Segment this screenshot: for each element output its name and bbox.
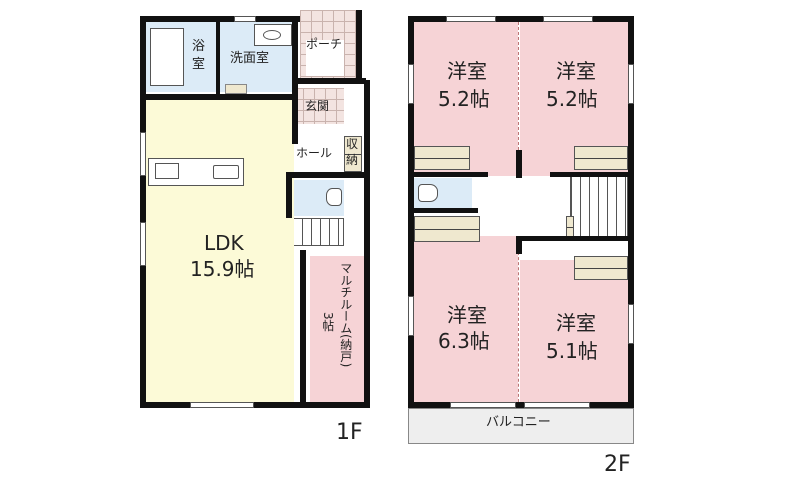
wall	[516, 150, 522, 178]
multi-room-label: マルチルーム(納戸)	[338, 262, 353, 368]
closet	[414, 146, 470, 170]
window	[628, 304, 634, 344]
hall-label: ホール	[296, 146, 333, 160]
multi-room	[310, 256, 364, 402]
hall	[292, 132, 344, 172]
wall	[516, 236, 522, 254]
wall	[140, 402, 370, 408]
window	[628, 64, 634, 104]
ldk	[146, 100, 294, 402]
toilet-icon	[418, 184, 438, 202]
window	[524, 402, 590, 408]
wall	[550, 172, 634, 177]
floor-label-1f: 1F	[336, 420, 363, 445]
kitchen-counter	[148, 158, 244, 186]
wall	[408, 208, 478, 213]
western-room-sw-size: 6.3帖	[438, 329, 490, 353]
window	[234, 16, 256, 22]
storage-label-1: 収	[346, 137, 359, 151]
stairs-1f	[292, 218, 344, 246]
wall	[300, 250, 306, 408]
balcony-label: バルコニー	[486, 415, 551, 430]
closet	[574, 256, 628, 280]
wall	[292, 78, 366, 84]
wall	[520, 236, 634, 241]
washroom-shelf	[225, 84, 247, 94]
western-room-se-label: 洋室	[556, 311, 596, 335]
wall	[140, 16, 146, 408]
balcony	[408, 408, 634, 444]
wall	[140, 94, 292, 100]
entrance-label: 玄関	[305, 99, 330, 113]
window	[450, 402, 516, 408]
western-room-sw	[414, 236, 518, 402]
wall	[356, 10, 362, 80]
bathtub	[150, 28, 184, 86]
closet	[566, 216, 574, 238]
wall	[140, 16, 300, 22]
western-room-se-size: 5.1帖	[546, 339, 598, 363]
multi-room-size: 3帖	[320, 312, 335, 332]
wall	[286, 172, 366, 178]
ldk-label: LDK	[204, 231, 244, 255]
stairs-2f	[570, 176, 628, 238]
closet	[414, 216, 480, 242]
closet	[574, 146, 628, 170]
western-room-se	[520, 260, 628, 402]
window	[190, 402, 254, 408]
wall	[628, 16, 634, 408]
storage	[344, 136, 362, 172]
western-room-ne-label: 洋室	[556, 59, 596, 83]
floor-label-2f: 2F	[604, 452, 631, 477]
kitchen-sink-icon	[213, 165, 239, 179]
storage-label-2: 納	[346, 153, 359, 167]
window	[408, 64, 414, 104]
stove-icon	[155, 163, 179, 179]
wall	[408, 172, 488, 177]
partition-line	[518, 252, 519, 402]
window	[140, 132, 146, 176]
western-room-nw-size: 5.2帖	[438, 87, 490, 111]
porch-label: ポーチ	[306, 37, 343, 51]
entrance	[292, 88, 344, 124]
ldk-size: 15.9帖	[190, 257, 255, 281]
window	[408, 296, 414, 336]
washroom-label: 洗面室	[230, 51, 270, 66]
western-room-ne-size: 5.2帖	[546, 87, 598, 111]
sink-basin	[263, 30, 281, 40]
window	[543, 16, 593, 22]
partition-line	[518, 22, 519, 150]
bath-label-2: 室	[192, 57, 206, 72]
western-room-sw-label: 洋室	[447, 303, 487, 327]
hallway-2f	[474, 176, 570, 236]
window	[446, 16, 496, 22]
wall	[408, 402, 634, 408]
wall	[286, 172, 292, 218]
toilet-icon	[326, 188, 342, 206]
wall	[216, 16, 220, 96]
wall	[364, 80, 370, 408]
porch-door-area	[306, 40, 344, 76]
wall	[408, 16, 634, 22]
western-room-nw-label: 洋室	[447, 59, 487, 83]
window	[140, 222, 146, 266]
bath-label-1: 浴	[192, 39, 206, 54]
